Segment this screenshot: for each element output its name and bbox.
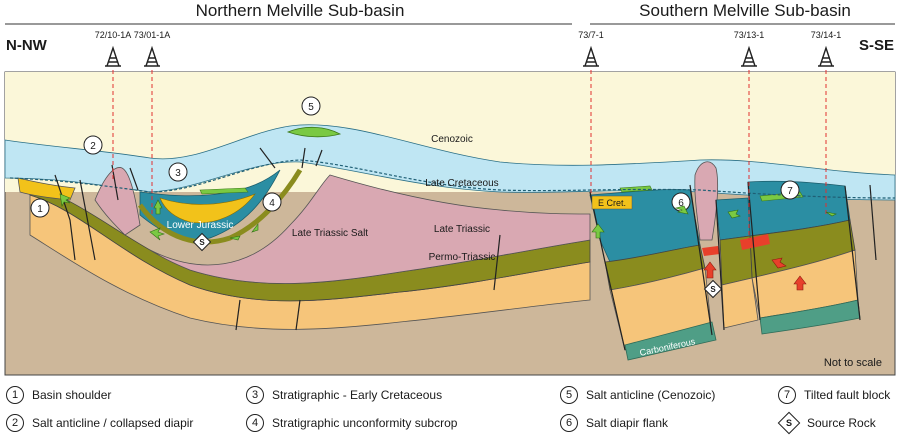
legend-label: Tilted fault block <box>804 388 891 402</box>
marker-5: 5 <box>301 96 321 116</box>
svg-text:4: 4 <box>269 198 275 209</box>
svg-text:2: 2 <box>90 141 96 152</box>
legend-item-7: 7 Tilted fault block <box>778 385 890 405</box>
svg-text:3: 3 <box>175 168 181 179</box>
derrick-icon <box>144 45 160 67</box>
marker-7: 7 <box>780 180 800 200</box>
legend-label: Salt anticline / collapsed diapir <box>32 416 194 430</box>
well-label: 73/13-1 <box>734 30 765 40</box>
legend-item-3: 3 Stratigraphic - Early Cretaceous <box>246 385 442 405</box>
arrow-icon <box>59 193 71 207</box>
middle-fault-block-permo <box>721 277 759 329</box>
legend-item-2: 2 Salt anticline / collapsed diapir <box>6 413 193 433</box>
legend-item-1: 1 Basin shoulder <box>6 385 111 405</box>
derrick-icon <box>583 45 599 67</box>
source-rock-icon: S <box>777 411 801 435</box>
arrow-icon <box>229 235 241 241</box>
legend-number: 1 <box>6 386 24 404</box>
well-73-7-1: 73/7-1 <box>578 30 604 195</box>
legend-number: 6 <box>560 414 578 432</box>
legend-label: Stratigraphic - Early Cretaceous <box>272 388 443 402</box>
unconformity-line <box>9 159 896 199</box>
well-73-01-1a: 73/01-1A <box>134 30 171 215</box>
north-subbasin-title: Northern Melville Sub-basin <box>196 1 405 20</box>
legend-label: Salt diapir flank <box>586 416 669 430</box>
derrick-icon <box>741 45 757 67</box>
label-late-triassic: Late Triassic <box>434 224 490 235</box>
well-72-10-1a: 72/10-1A <box>95 30 132 180</box>
legend-label: Basin shoulder <box>32 388 112 402</box>
jurassic-sand-lens <box>159 193 256 224</box>
legend-number: 4 <box>246 414 264 432</box>
legend-label: Source Rock <box>807 416 876 430</box>
hc-red-block7 <box>740 234 770 250</box>
hc-cenozoic-5 <box>286 126 342 138</box>
hc-red-middle <box>702 246 720 256</box>
derrick-icon <box>818 45 834 67</box>
salt-layer-north <box>149 174 591 284</box>
legend-label: Salt anticline (Cenozoic) <box>586 388 716 402</box>
label-permo-triassic: Permo-Triassic <box>429 252 496 263</box>
svg-text:7: 7 <box>787 186 793 197</box>
label-lower-jurassic: Lower Jurassic <box>167 220 234 231</box>
well-label: 73/14-1 <box>811 30 842 40</box>
label-e-cret: E Cret. <box>598 198 626 208</box>
svg-text:6: 6 <box>678 198 684 209</box>
hc-south-ecret <box>619 185 653 193</box>
svg-text:1: 1 <box>37 204 43 215</box>
well-73-14-1: 73/14-1 <box>811 30 842 215</box>
well-label: 73/7-1 <box>578 30 604 40</box>
label-not-to-scale: Not to scale <box>824 357 882 369</box>
arrow-icon <box>674 205 689 215</box>
well-label: 73/01-1A <box>134 30 171 40</box>
middle-fault-block <box>715 197 751 241</box>
svg-text:S: S <box>199 238 205 247</box>
arrow-icon <box>825 211 837 217</box>
direction-right-label: S-SE <box>859 37 894 54</box>
e-cret-label-box <box>591 195 633 210</box>
label-late-triassic-salt: Late Triassic Salt <box>292 228 368 239</box>
marker-4: 4 <box>262 192 282 212</box>
migration-arrows-green <box>59 193 837 241</box>
salt-anticline-2 <box>94 167 141 236</box>
arrow-icon <box>727 209 741 219</box>
legend-number: 2 <box>6 414 24 432</box>
arrow-icon <box>149 227 165 241</box>
source-rock-north: S <box>192 232 212 252</box>
legend-number: 5 <box>560 386 578 404</box>
legend-item-4: 4 Stratigraphic unconformity subcrop <box>246 413 457 433</box>
legend-item-source-rock: S Source Rock <box>777 411 876 435</box>
hc-early-cretaceous-3 <box>199 187 249 195</box>
arrow-icon <box>591 223 605 239</box>
derrick-icon <box>105 45 121 67</box>
arrow-icon <box>793 275 807 291</box>
legend-number: 3 <box>246 386 264 404</box>
marker-3: 3 <box>168 162 188 182</box>
migration-arrows-red <box>703 257 807 291</box>
legend: 1 Basin shoulder 2 Salt anticline / coll… <box>0 382 900 439</box>
arrow-icon <box>251 223 259 233</box>
carboniferous-layer <box>624 321 717 361</box>
faults <box>54 147 877 351</box>
svg-text:S: S <box>710 285 716 294</box>
label-late-cretaceous: Late Cretaceous <box>425 178 498 189</box>
svg-text:5: 5 <box>308 102 314 113</box>
legend-number: 7 <box>778 386 796 404</box>
direction-left-label: N-NW <box>6 37 48 54</box>
label-cenozoic: Cenozoic <box>431 134 473 145</box>
arrow-icon <box>771 257 787 269</box>
legend-item-5: 5 Salt anticline (Cenozoic) <box>560 385 715 405</box>
source-rock-south: S <box>703 279 723 299</box>
well-label: 72/10-1A <box>95 30 132 40</box>
well-73-13-1: 73/13-1 <box>734 30 765 240</box>
marker-2: 2 <box>83 135 103 155</box>
marker-1: 1 <box>30 198 50 218</box>
arrow-icon <box>703 261 717 279</box>
south-subbasin-title: Southern Melville Sub-basin <box>639 1 851 20</box>
legend-label: Stratigraphic unconformity subcrop <box>272 416 458 430</box>
legend-item-6: 6 Salt diapir flank <box>560 413 668 433</box>
arrow-icon <box>153 199 163 215</box>
